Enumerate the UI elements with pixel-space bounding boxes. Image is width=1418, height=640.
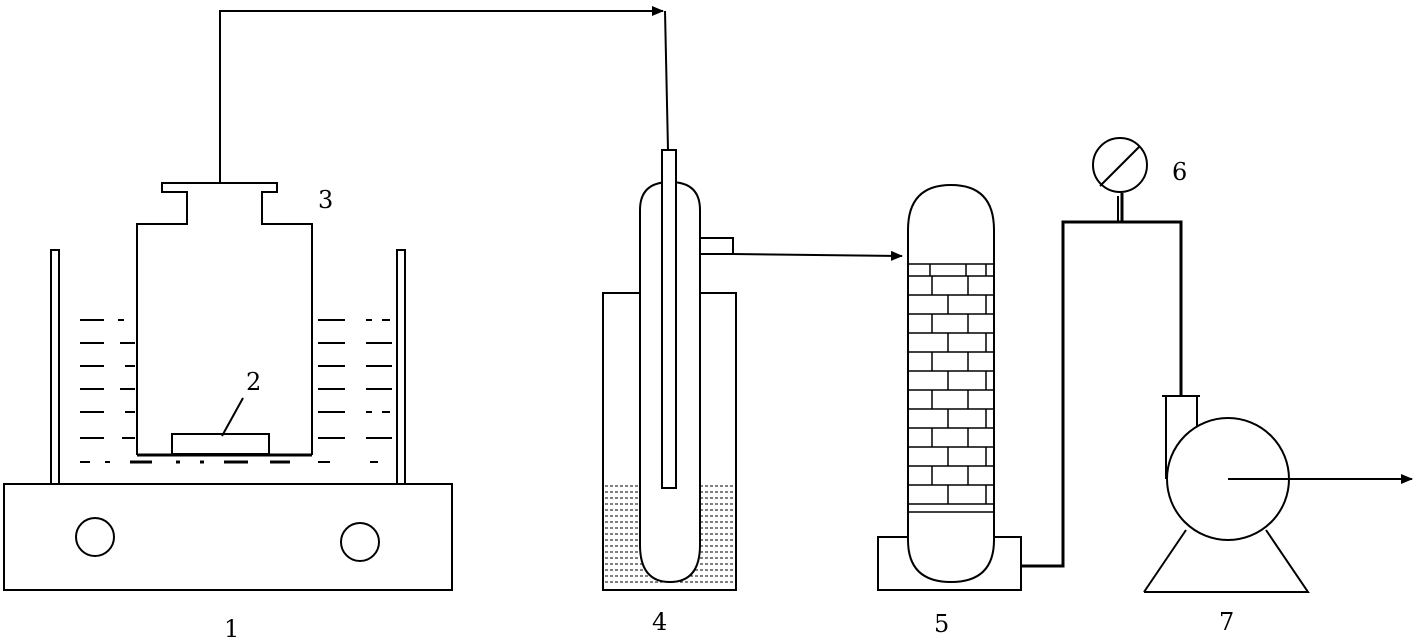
vacuum-pump (1143, 395, 1310, 593)
stirrer-knob-right (340, 522, 380, 562)
gas-line-2 (732, 250, 903, 261)
gauge-needle (1099, 145, 1141, 187)
label-5: 5 (934, 610, 949, 638)
gas-line-1-down (664, 10, 669, 151)
gas-line-1 (219, 6, 664, 183)
label-4: 4 (652, 608, 667, 636)
water-level-right (318, 319, 392, 463)
label-2-leader (221, 397, 244, 437)
coolant-liquid (605, 485, 734, 583)
adsorption-column (907, 183, 995, 584)
reaction-vessel (136, 182, 313, 457)
water-bath (50, 249, 406, 485)
label-2: 2 (246, 368, 261, 396)
stirrer-knob-left (75, 517, 115, 557)
label-1: 1 (224, 615, 239, 640)
cold-trap-tube (639, 149, 734, 584)
sample-dish (171, 433, 270, 455)
stirrer-base (3, 483, 453, 591)
label-6: 6 (1172, 158, 1187, 186)
water-level-left (80, 319, 135, 463)
label-7: 7 (1219, 608, 1234, 636)
label-3: 3 (318, 186, 333, 214)
gas-line-3 (1021, 220, 1183, 568)
column-packing (908, 263, 994, 513)
pressure-gauge (1092, 137, 1148, 222)
